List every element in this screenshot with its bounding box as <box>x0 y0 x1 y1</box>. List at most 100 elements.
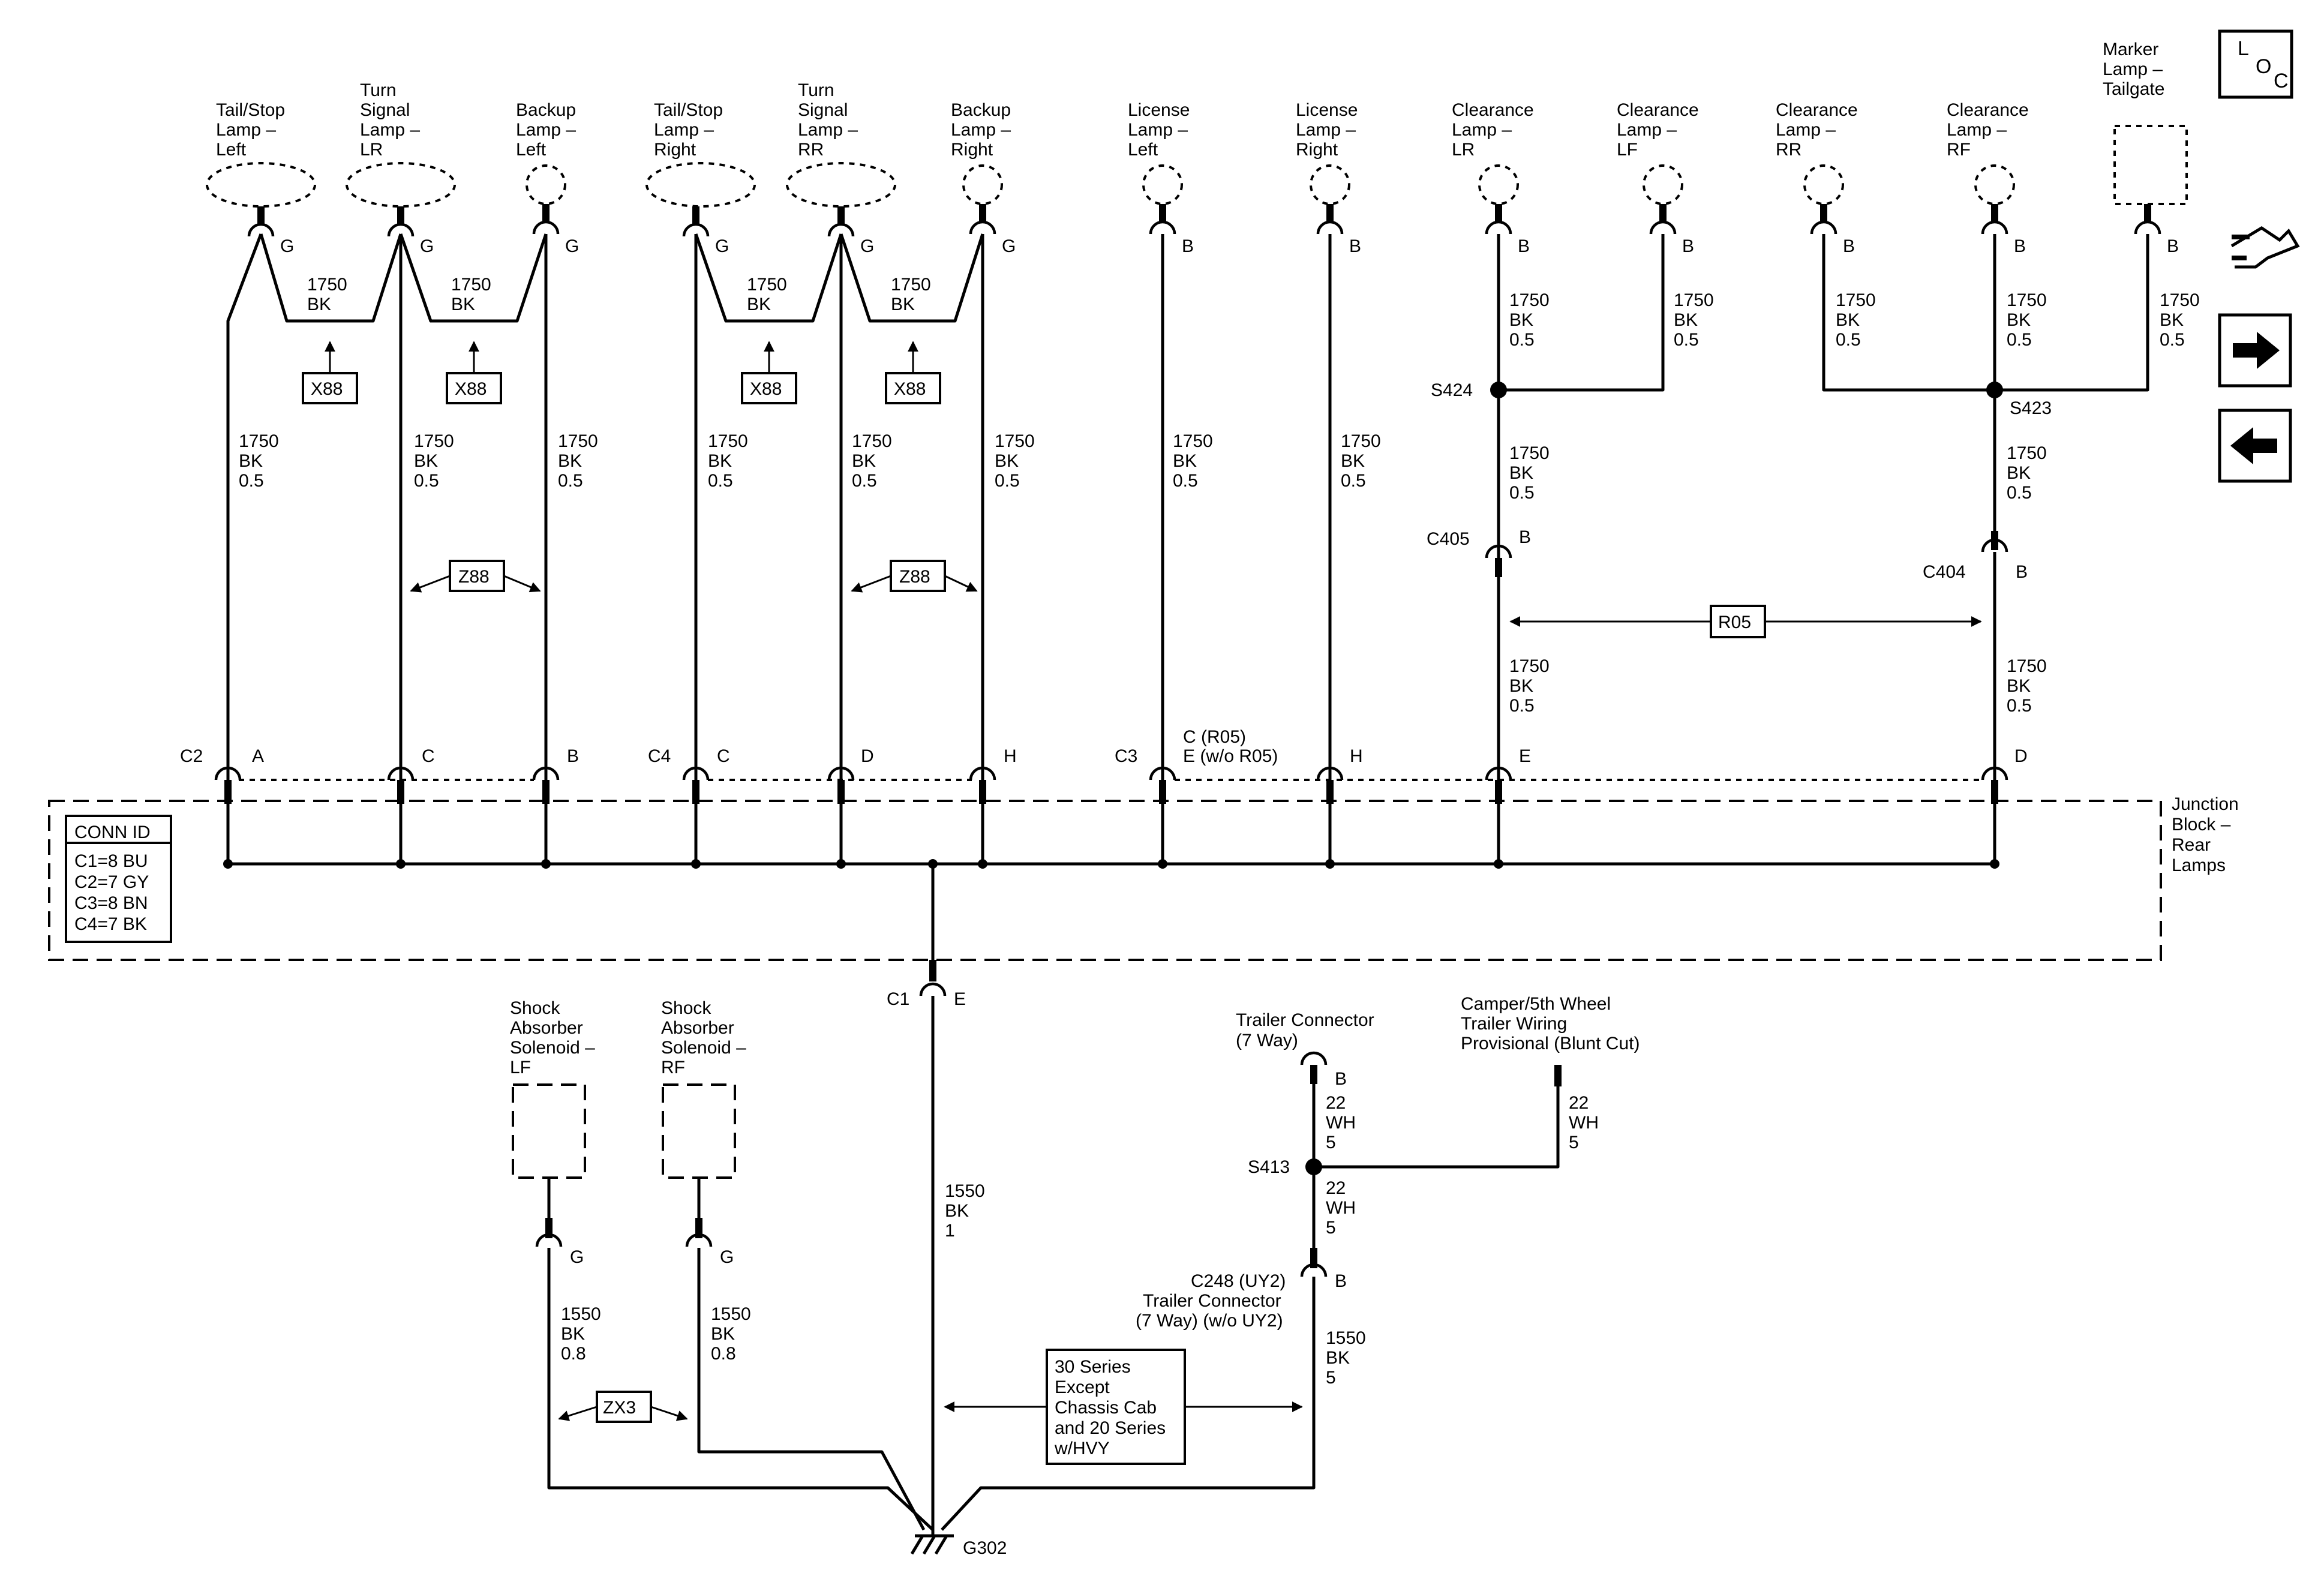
svg-text:(7 Way) (w/o UY2): (7 Way) (w/o UY2) <box>1136 1311 1283 1331</box>
svg-text:Shock: Shock <box>510 998 560 1018</box>
wire-spec-label: BK <box>1509 310 1533 330</box>
svg-text:Provisional (Blunt Cut): Provisional (Blunt Cut) <box>1461 1034 1640 1053</box>
connector-c404-label: C404 <box>1923 562 1966 582</box>
wire-spec-label: 1750 <box>2007 290 2047 310</box>
wire-spec-label: 0.8 <box>711 1344 736 1364</box>
turn-rr-label: Turn <box>798 80 834 100</box>
wire-spec-label: 0.5 <box>1509 696 1535 716</box>
svg-text:30 Series: 30 Series <box>1055 1357 1131 1377</box>
clearance-rr-label: Clearance <box>1776 100 1858 120</box>
clearance-rr-connector: B <box>1810 204 1855 256</box>
wire-spec-label: BK <box>561 1324 585 1344</box>
wire-labels: 1750BK1750BK1750BK1750BK1750BK0.51750BK0… <box>239 275 2200 1388</box>
svg-text:X88: X88 <box>311 379 343 399</box>
svg-text:Block –: Block – <box>2172 815 2231 834</box>
backup-right-label: Right <box>951 140 993 160</box>
tail-stop-left-label: Left <box>216 140 247 160</box>
svg-text:w/HVY: w/HVY <box>1054 1439 1110 1458</box>
wire-spec-label: BK <box>2007 463 2031 483</box>
bus-drops <box>223 804 1999 869</box>
clearance-lf-label: Clearance <box>1617 100 1699 120</box>
svg-text:Absorber: Absorber <box>661 1018 734 1038</box>
svg-text:Trailer Wiring: Trailer Wiring <box>1461 1014 1567 1034</box>
marker-tailgate-label: Lamp – <box>2103 59 2163 79</box>
turn-lr-label: LR <box>360 140 383 160</box>
wire-spec-label: WH <box>1326 1113 1356 1133</box>
license-right-label: Lamp – <box>1296 120 1356 140</box>
wire-spec-label: BK <box>451 295 475 314</box>
pin-b: B <box>1518 236 1530 256</box>
wire-spec-label: BK <box>852 451 876 471</box>
wire-spec-label: 1750 <box>995 431 1035 451</box>
conn-id-row: C2=7 GY <box>74 872 149 892</box>
backup-right-label: Backup <box>951 100 1011 120</box>
option-z88-left: Z88 <box>410 560 541 593</box>
ground-g302 <box>910 1534 954 1555</box>
tail-stop-right-connector: G <box>682 206 729 256</box>
trailer-connector <box>1300 1051 1328 1084</box>
junction-block-connectors <box>214 766 2008 804</box>
svg-text:C248 (UY2): C248 (UY2) <box>1191 1271 1286 1291</box>
wire-spec-label: 0.5 <box>995 471 1020 491</box>
svg-text:Trailer Connector: Trailer Connector <box>1143 1291 1281 1311</box>
wire-spec-label: 1550 <box>945 1181 985 1201</box>
pin-b: B <box>1349 236 1361 256</box>
wire-spec-label: 5 <box>1569 1133 1579 1152</box>
trailer-connector-label: Trailer Connector (7 Way) <box>1236 1010 1374 1050</box>
backup-left-lamp <box>526 164 566 205</box>
shock-lf-solenoid <box>512 1083 586 1179</box>
wire-spec-label: 1750 <box>451 275 491 295</box>
clearance-rf-connector: B <box>1981 204 2026 256</box>
tail-stop-left-label: Lamp – <box>216 120 276 140</box>
svg-text:ZX3: ZX3 <box>603 1398 636 1418</box>
option-x88-3: X88 <box>741 341 797 404</box>
wire-spec-label: 22 <box>1569 1093 1589 1113</box>
wire-spec-label: 0.5 <box>1836 330 1861 350</box>
arrow-left-icon[interactable] <box>2218 409 2292 483</box>
wire-spec-label: BK <box>239 451 263 471</box>
svg-text:Absorber: Absorber <box>510 1018 583 1038</box>
marker-tailgate-connector: B <box>2134 204 2179 256</box>
conn-id-table: CONN ID C1=8 BU C2=7 GY C3=8 BN C4=7 BK <box>65 815 172 943</box>
connector-c405 <box>1485 544 1512 577</box>
wire-spec-label: 1750 <box>1509 290 1550 310</box>
arrow-right-icon[interactable] <box>2218 313 2292 388</box>
loc-icon[interactable]: L O C <box>2218 29 2293 99</box>
license-right-connector: B <box>1316 204 1361 256</box>
pin-b: B <box>2167 236 2179 256</box>
conn-id-title: CONN ID <box>74 822 151 842</box>
wire-spec-label: BK <box>995 451 1019 471</box>
wire-spec-label: 1550 <box>561 1304 601 1324</box>
splice-s413 <box>1305 1158 1322 1175</box>
clearance-lr-label: LR <box>1452 140 1475 160</box>
tail-stop-right-label: Lamp – <box>654 120 714 140</box>
shock-rf-label: Shock Absorber Solenoid – RF <box>661 998 746 1077</box>
wire-spec-label: 1750 <box>1674 290 1714 310</box>
tail-stop-right-lamp <box>645 162 756 208</box>
clearance-rr-label: Lamp – <box>1776 120 1836 140</box>
wire-spec-label: 0.5 <box>2007 330 2032 350</box>
wire-spec-label: 5 <box>1326 1218 1336 1238</box>
pin-b: B <box>1843 236 1855 256</box>
clearance-lr-label: Clearance <box>1452 100 1534 120</box>
marker-tailgate-label: Marker <box>2103 40 2158 59</box>
wire-spec-label: 1750 <box>558 431 598 451</box>
series-note: 30 Series Except Chassis Cab and 20 Seri… <box>944 1349 1303 1465</box>
wire-spec-label: BK <box>747 295 771 314</box>
wiring-harness-icon[interactable] <box>2230 226 2300 269</box>
connector-c248 <box>1300 1248 1328 1277</box>
svg-text:Shock: Shock <box>661 998 711 1018</box>
wire-spec-label: 1750 <box>1509 443 1550 463</box>
ground-g302-label: G302 <box>963 1538 1007 1558</box>
svg-text:(7 Way): (7 Way) <box>1236 1031 1298 1050</box>
turn-lr-label: Turn <box>360 80 397 100</box>
pin-a: A <box>252 746 264 766</box>
pin-g: G <box>860 236 874 256</box>
option-zx3: ZX3 <box>558 1391 688 1423</box>
backup-left-connector: G <box>532 204 579 256</box>
svg-text:X88: X88 <box>455 379 487 399</box>
turn-rr-lamp <box>786 162 896 208</box>
pin-c: C <box>717 746 730 766</box>
